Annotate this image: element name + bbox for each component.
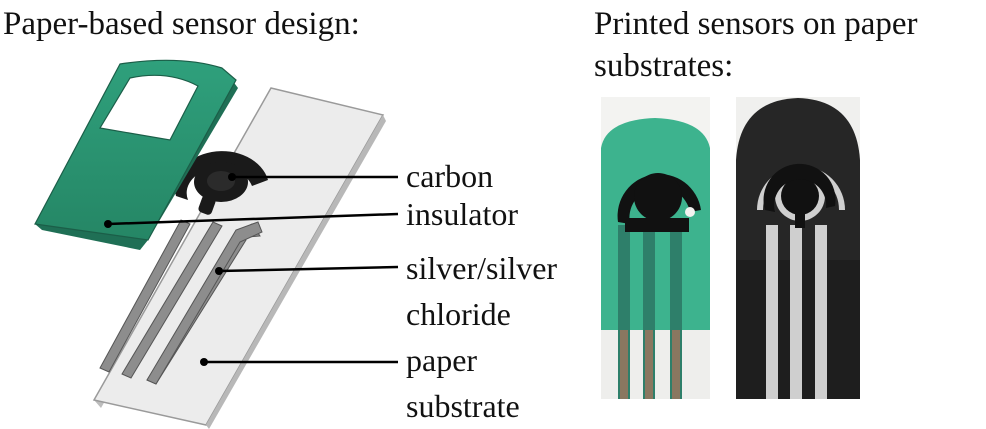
right-title-line1: Printed sensors on paper [594,6,918,42]
label-insulator: insulator [406,196,518,232]
label-silver-line1: silver/silver [406,250,558,286]
left-title: Paper-based sensor design: [3,6,360,42]
right-title-line2: substrates: [594,48,734,84]
silver-leader [218,265,399,273]
photo-black-sensor [736,97,860,399]
insulator-layer [34,59,238,250]
label-paper-line1: paper [406,342,478,378]
label-carbon: carbon [406,158,494,194]
silver-traces-layer [99,219,263,385]
photo-green-sensor [601,97,710,399]
label-silver-line2: chloride [406,296,511,332]
label-paper-line2: substrate [406,388,520,424]
carbon-electrode-layer [174,151,268,215]
insulator-leader [107,212,399,226]
leader-lines [104,173,399,366]
